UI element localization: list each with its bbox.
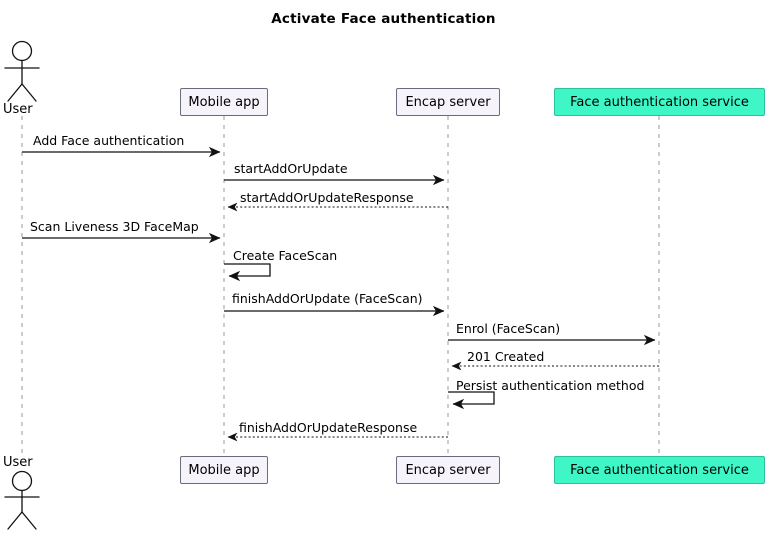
participant-box-mobile-app-bottom[interactable]: Mobile app <box>180 456 268 484</box>
message-label-add-face-authentication: Add Face authentication <box>33 133 185 148</box>
participant-box-encap-server-bottom[interactable]: Encap server <box>396 456 500 484</box>
messages <box>22 146 659 442</box>
actor-user-top <box>4 40 40 102</box>
participant-box-encap-server-top[interactable]: Encap server <box>396 88 500 116</box>
message-label-persist-authentication-method: Persist authentication method <box>456 378 645 393</box>
message-label-finish-add-or-update-response: finishAddOrUpdateResponse <box>239 420 418 435</box>
message-label-scan-liveness-3d-facemap: Scan Liveness 3D FaceMap <box>30 219 199 234</box>
message-label-start-add-or-update-response: startAddOrUpdateResponse <box>240 190 414 205</box>
message-label-enrol-facescan: Enrol (FaceScan) <box>456 321 561 336</box>
participant-label: Encap server <box>405 94 491 110</box>
lifelines <box>21 116 660 456</box>
participant-label: Face authentication service <box>570 94 749 110</box>
message-label-finish-add-or-update-facescan: finishAddOrUpdate (FaceScan) <box>232 291 423 306</box>
message-label-start-add-or-update: startAddOrUpdate <box>234 161 348 176</box>
participant-box-face-service-top[interactable]: Face authentication service <box>554 88 765 116</box>
participant-box-face-service-bottom[interactable]: Face authentication service <box>554 456 765 484</box>
message-label-201-created: 201 Created <box>467 349 545 364</box>
participant-box-mobile-app-top[interactable]: Mobile app <box>180 88 268 116</box>
page-title: Activate Face authentication <box>271 11 496 27</box>
actor-label-user-bottom: User <box>3 455 33 470</box>
participant-label: Face authentication service <box>570 462 749 478</box>
actor-label-user-top: User <box>3 102 33 117</box>
message-label-create-facescan: Create FaceScan <box>233 248 338 263</box>
message-arrow-5-self <box>224 263 271 282</box>
participant-label: Mobile app <box>188 94 260 110</box>
participant-label: Encap server <box>405 462 491 478</box>
actor-user-bottom <box>4 470 40 530</box>
message-arrow-9-self <box>448 391 495 410</box>
participant-label: Mobile app <box>188 462 260 478</box>
